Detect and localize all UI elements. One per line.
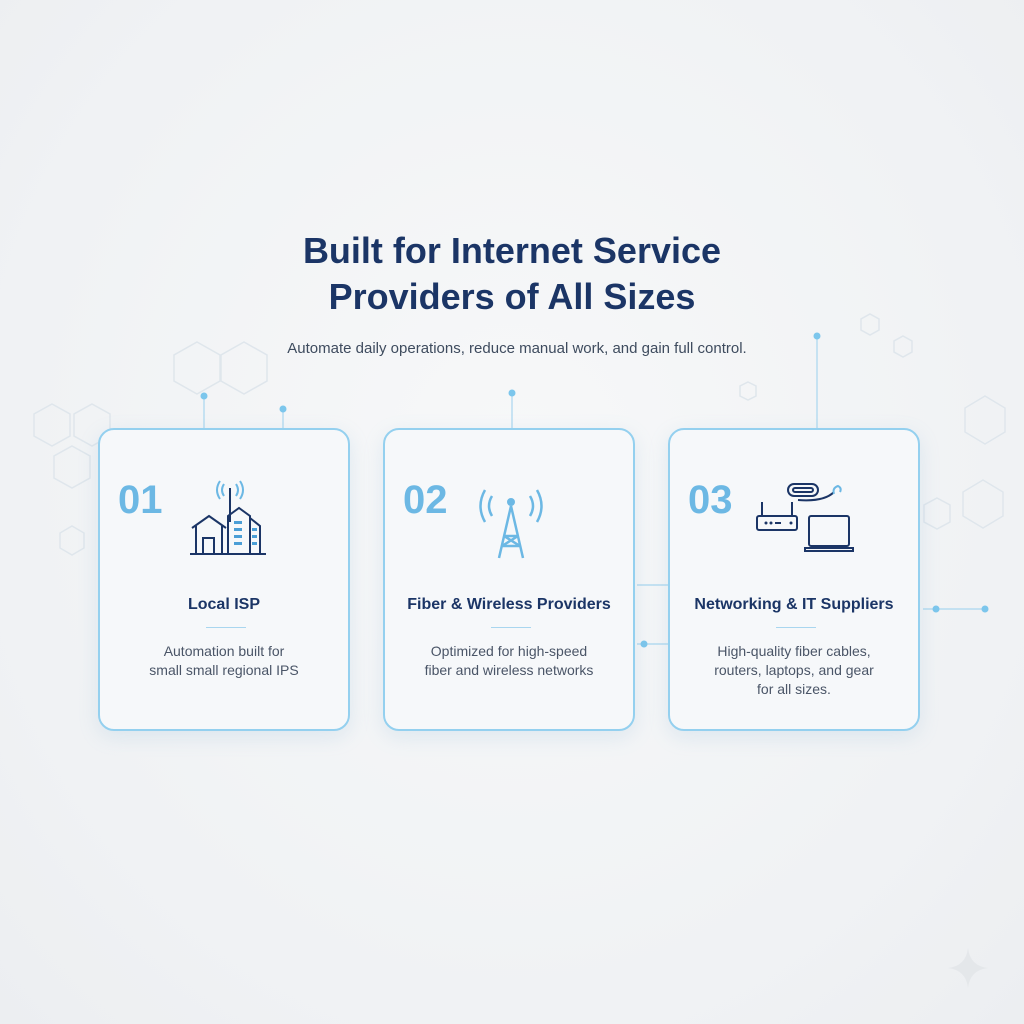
router-laptop-cable-icon [756, 483, 854, 552]
card-number: 02 [403, 478, 448, 522]
page-title: Built for Internet Service Providers of … [0, 228, 1024, 320]
desc-line: fiber and wireless networks [424, 662, 594, 678]
title-line-1: Built for Internet Service [302, 230, 722, 271]
card-networking-it: 03 Networking & IT Suppliers High-qualit… [668, 428, 920, 731]
divider [776, 627, 816, 628]
sparkle-icon [948, 948, 988, 988]
house-building-antenna-icon [190, 480, 266, 555]
card-description: High-quality fiber cables, routers, lapt… [690, 642, 898, 699]
card-title: Local ISP [187, 596, 261, 613]
desc-line: routers, laptops, and gear [714, 662, 874, 678]
desc-line: High-quality fiber cables, [717, 643, 871, 659]
card-number: 03 [688, 478, 733, 522]
divider [491, 627, 531, 628]
card-description: Automation built for small small regiona… [120, 642, 328, 680]
divider [206, 627, 246, 628]
cell-tower-icon [479, 489, 543, 559]
desc-line: for all sizes. [757, 681, 831, 697]
card-description: Optimized for high-speed fiber and wirel… [405, 642, 613, 680]
desc-line: Optimized for high-speed [430, 643, 588, 659]
card-local-isp: 01 Local ISP Automation built for small … [98, 428, 350, 731]
page-subtitle: Automate daily operations, reduce manual… [287, 340, 747, 357]
desc-line: small small regional IPS [149, 662, 299, 678]
card-fiber-wireless: 02 Fiber & Wireless Providers Optimized … [383, 428, 635, 731]
desc-line: Automation built for [163, 643, 285, 659]
card-title: Fiber & Wireless Providers [407, 596, 611, 613]
card-number: 01 [118, 478, 163, 522]
title-line-2: Providers of All Sizes [328, 276, 696, 317]
card-title: Networking & IT Suppliers [694, 596, 894, 613]
